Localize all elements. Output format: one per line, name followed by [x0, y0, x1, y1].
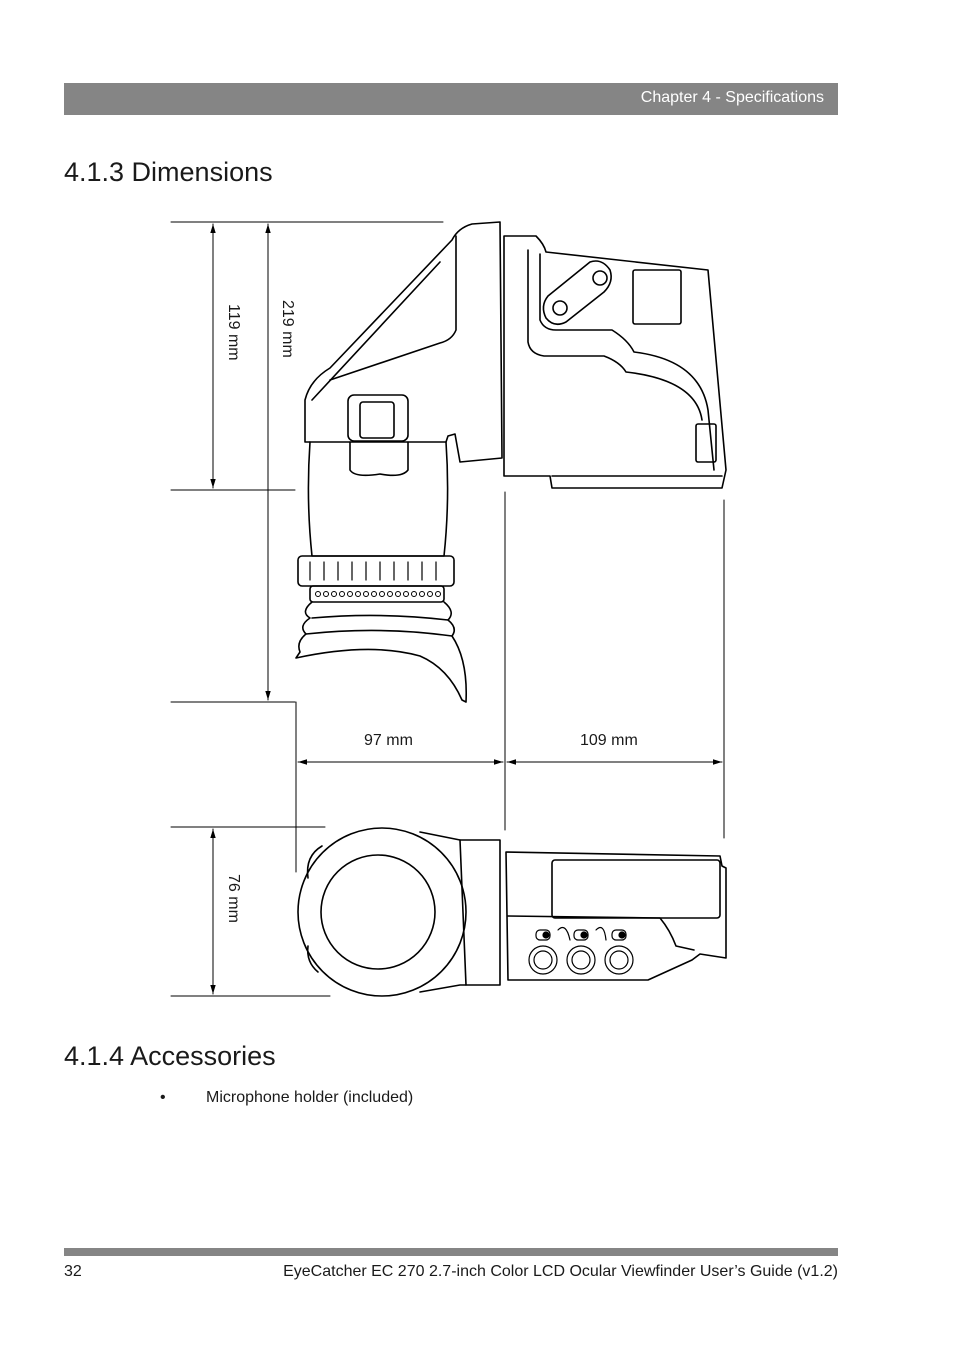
viewfinder-side-view: [295, 221, 503, 703]
viewfinder-body-side: [503, 235, 727, 489]
chapter-header: Chapter 4 - Specifications: [640, 89, 824, 106]
accessory-item: Microphone holder (included): [206, 1089, 414, 1106]
dimension-lines: [210, 223, 723, 995]
dim-label-76: 76 mm: [225, 874, 242, 923]
viewfinder-top-view: [297, 827, 727, 997]
footer-rule: [64, 1248, 838, 1256]
section-title-dimensions: 4.1.3 Dimensions: [64, 157, 273, 187]
section-title-accessories: 4.1.4 Accessories: [64, 1041, 276, 1071]
footer-doc-title: EyeCatcher EC 270 2.7-inch Color LCD Ocu…: [283, 1263, 838, 1280]
dimension-drawing: 119 mm 219 mm 97 mm 109 mm 76 mm: [170, 221, 727, 997]
page-number: 32: [64, 1263, 82, 1280]
dim-label-219: 219 mm: [279, 300, 296, 358]
extension-lines: [170, 221, 725, 997]
dim-label-119: 119 mm: [225, 304, 242, 361]
dim-label-109: 109 mm: [580, 732, 638, 749]
bullet-marker: •: [160, 1089, 166, 1106]
dim-label-97: 97 mm: [364, 732, 413, 749]
header-bar: Chapter 4 - Specifications: [64, 83, 838, 115]
